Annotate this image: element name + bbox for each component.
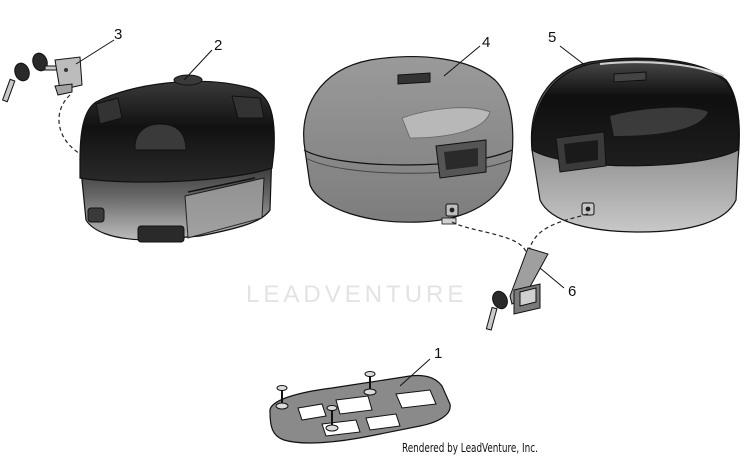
callout-6: 6 — [568, 283, 577, 300]
part-6-latch-key — [451, 213, 589, 331]
callout-4: 4 — [482, 34, 491, 51]
part-4-gray-case — [303, 56, 514, 225]
part-2-black-case — [79, 74, 275, 243]
callout-2: 2 — [214, 37, 223, 54]
callout-1: 1 — [434, 345, 443, 362]
watermark: LEADVENTURE — [246, 281, 468, 308]
render-credit: Rendered by LeadVenture, Inc. — [402, 441, 538, 455]
part-3-key-lock — [1, 52, 83, 156]
callout-leaders — [75, 39, 587, 387]
part-5-black-gray-case — [530, 57, 740, 233]
callout-5: 5 — [548, 29, 557, 46]
callout-3: 3 — [114, 26, 123, 43]
part-1-mounting-plate — [269, 371, 451, 444]
